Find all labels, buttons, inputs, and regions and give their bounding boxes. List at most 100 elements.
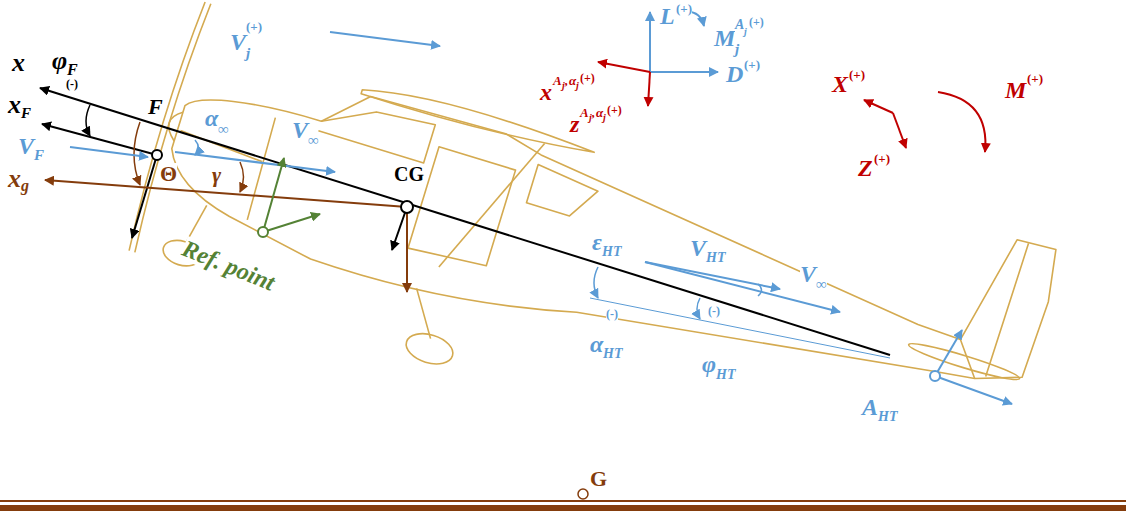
- velocity-label: V: [230, 30, 246, 54]
- wing-strut: [439, 124, 545, 285]
- main-wheel: [402, 328, 456, 369]
- angle-label: α: [205, 106, 218, 130]
- sign-label: (-): [708, 305, 720, 317]
- velocity-label: V: [800, 262, 816, 286]
- jet-velocity-arrow: [330, 32, 440, 46]
- moment-label: M: [1005, 78, 1026, 102]
- angle-label: γ: [212, 164, 221, 186]
- velocity-label: V: [690, 236, 706, 260]
- axis-label: x: [8, 166, 21, 192]
- superscript: (+): [849, 68, 865, 81]
- sign-label: (-): [66, 78, 78, 90]
- epsilon-arc: [758, 284, 762, 296]
- subscript: ∞: [218, 122, 229, 137]
- angle-label: Θ: [160, 163, 177, 185]
- superscript: (+): [580, 72, 595, 84]
- ground-x-axis: [45, 180, 407, 207]
- theta-arc: [134, 122, 140, 185]
- sign-label: (-): [606, 308, 618, 320]
- point-label: Ref. point: [179, 236, 278, 295]
- subscript: HT: [602, 245, 621, 259]
- phi-ht-arc: [697, 298, 700, 319]
- subscript: g: [21, 178, 29, 194]
- ground-band: [0, 505, 1126, 511]
- force-label: X: [832, 72, 848, 96]
- freestream-arrow: [175, 152, 335, 172]
- subscript: j: [735, 42, 739, 57]
- prop-velocity-arrow: [70, 147, 148, 157]
- moment-label: M: [714, 26, 735, 50]
- point-label: F: [148, 96, 163, 118]
- ground-point-dot: [578, 489, 588, 499]
- superscript: (+): [607, 104, 622, 116]
- superscript: A: [580, 106, 589, 119]
- force-label: L: [660, 4, 675, 28]
- point-label: G: [590, 468, 607, 490]
- gamma-arc: [240, 162, 244, 192]
- axis-label: z: [570, 112, 579, 136]
- cg-dot: [401, 201, 413, 213]
- drag-arrow: [650, 71, 718, 73]
- axis-label: x: [12, 50, 25, 76]
- subscript: HT: [603, 347, 622, 361]
- body-x-axis: [40, 88, 890, 355]
- aircraft-sketch: [118, 0, 1063, 515]
- fin-line: [951, 232, 1029, 381]
- ref-x-arrow: [263, 214, 320, 232]
- velocity-label: V: [292, 118, 308, 142]
- superscript: (+): [744, 58, 760, 71]
- subscript: F: [21, 106, 31, 121]
- tail-point: [930, 371, 940, 381]
- ref-point-dot: [258, 227, 268, 237]
- subscript: j: [603, 113, 606, 123]
- force-label: Z: [858, 156, 873, 180]
- subscript: F: [34, 148, 44, 163]
- point-label: A: [862, 395, 878, 419]
- propeller-blade: [124, 1, 211, 253]
- tail-lift-arrow: [935, 330, 962, 376]
- superscript: ,: [565, 74, 568, 87]
- phi-f-arc: [86, 105, 90, 136]
- rear-window: [526, 164, 600, 221]
- subscript: HT: [878, 410, 897, 424]
- alpha-arc: [195, 140, 199, 155]
- main-gear: [404, 288, 444, 338]
- subscript: j: [576, 81, 579, 91]
- superscript: (+): [1027, 72, 1043, 85]
- ground-line: [0, 500, 1126, 502]
- force-x-arrow: [864, 100, 893, 113]
- angle-label: φ: [52, 48, 67, 74]
- wing-section: [361, 78, 595, 164]
- subscript: F: [67, 62, 78, 78]
- horizontal-tail: [907, 339, 1021, 384]
- angle-label: φ: [702, 352, 716, 376]
- windshield: [318, 93, 435, 163]
- spinner: [165, 109, 183, 141]
- angle-label: ε: [592, 230, 602, 254]
- tail-freestream-arrow: [645, 262, 840, 312]
- ref-z-arrow: [263, 158, 284, 232]
- subscript: ∞: [816, 277, 827, 292]
- lift-arrow: [649, 12, 651, 72]
- force-label: D: [726, 62, 743, 86]
- local-x-arrow: [598, 62, 650, 72]
- point-label: CG: [394, 164, 424, 184]
- superscript: (+): [874, 152, 890, 165]
- local-z-arrow: [648, 72, 650, 106]
- subscript: j: [246, 46, 250, 61]
- subscript: ∞: [308, 133, 319, 148]
- cowling-line: [161, 92, 278, 220]
- subscript: HT: [706, 251, 725, 265]
- angle-label: α: [590, 332, 603, 356]
- superscript: A: [553, 74, 562, 87]
- axis-label: x: [540, 80, 552, 104]
- tail-chord-line: [590, 298, 890, 358]
- axis-label: x: [8, 92, 21, 118]
- superscript: (+): [749, 16, 764, 28]
- superscript: (+): [246, 20, 262, 33]
- velocity-label: V: [18, 134, 34, 158]
- force-z-arrow: [893, 113, 906, 148]
- gravity-arrow: [406, 207, 408, 292]
